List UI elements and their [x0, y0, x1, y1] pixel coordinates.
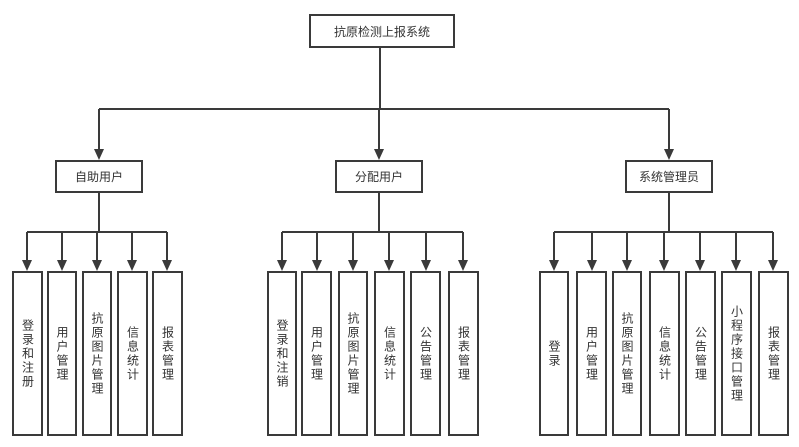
leaf-node: 小程序接口管理: [721, 271, 752, 436]
arrowhead-icon: [374, 149, 384, 160]
leaf-node: 抗原图片管理: [612, 271, 642, 436]
leaf-label: 登录: [547, 339, 561, 368]
leaf-node: 信息统计: [649, 271, 680, 436]
leaf-node: 用户管理: [301, 271, 332, 436]
arrowhead-icon: [22, 260, 32, 271]
leaf-node: 抗原图片管理: [82, 271, 112, 436]
leaf-label: 信息统计: [657, 325, 672, 382]
leaf-node: 登录: [539, 271, 569, 436]
leaf-node: 报表管理: [758, 271, 789, 436]
arrowhead-icon: [57, 260, 67, 271]
leaf-label: 抗原图片管理: [620, 311, 634, 396]
leaf-label: 报表管理: [766, 325, 781, 382]
leaf-label: 信息统计: [382, 325, 397, 382]
leaf-label: 小程序接口管理: [729, 304, 744, 403]
arrowhead-icon: [664, 149, 674, 160]
arrowhead-icon: [421, 260, 431, 271]
leaf-label: 用户管理: [309, 325, 324, 382]
arrowhead-icon: [731, 260, 741, 271]
group-node-assigned-user: 分配用户: [335, 160, 423, 193]
group-label: 系统管理员: [638, 170, 699, 184]
leaf-node: 抗原图片管理: [338, 271, 368, 436]
arrowhead-icon: [312, 260, 322, 271]
leaf-node: 报表管理: [152, 271, 183, 436]
leaf-label: 抗原图片管理: [90, 311, 104, 396]
leaf-label: 信息统计: [125, 325, 140, 382]
root-label: 抗原检测上报系统: [333, 24, 430, 39]
arrowhead-icon: [768, 260, 778, 271]
leaf-label: 登录和注销: [275, 318, 289, 389]
arrowhead-icon: [384, 260, 394, 271]
group-label: 分配用户: [354, 170, 403, 184]
leaf-node: 用户管理: [47, 271, 77, 436]
arrowhead-icon: [127, 260, 137, 271]
leaf-label: 抗原图片管理: [346, 311, 360, 396]
arrowhead-icon: [162, 260, 172, 271]
root-node: 抗原检测上报系统: [309, 14, 455, 48]
leaf-node: 信息统计: [374, 271, 405, 436]
arrowhead-icon: [458, 260, 468, 271]
arrowhead-icon: [549, 260, 559, 271]
leaf-node: 公告管理: [685, 271, 716, 436]
arrowhead-icon: [277, 260, 287, 271]
leaf-node: 报表管理: [448, 271, 479, 436]
arrowhead-icon: [695, 260, 705, 271]
leaf-label: 报表管理: [456, 325, 471, 382]
leaf-label: 报表管理: [160, 325, 175, 382]
leaf-label: 公告管理: [418, 325, 433, 382]
leaf-node: 登录和注册: [12, 271, 43, 436]
leaf-node: 公告管理: [410, 271, 441, 436]
arrowhead-icon: [622, 260, 632, 271]
group-node-self-service-user: 自助用户: [55, 160, 143, 193]
arrowhead-icon: [92, 260, 102, 271]
arrowhead-icon: [94, 149, 104, 160]
leaf-label: 用户管理: [55, 325, 69, 382]
leaf-label: 公告管理: [693, 325, 708, 382]
leaf-node: 登录和注销: [267, 271, 297, 436]
arrowhead-icon: [587, 260, 597, 271]
leaf-label: 登录和注册: [20, 318, 35, 389]
group-label: 自助用户: [74, 170, 123, 184]
leaf-node: 信息统计: [117, 271, 148, 436]
group-node-system-admin: 系统管理员: [625, 160, 713, 193]
leaf-node: 用户管理: [576, 271, 607, 436]
arrowhead-icon: [348, 260, 358, 271]
arrowhead-icon: [659, 260, 669, 271]
leaf-label: 用户管理: [584, 325, 599, 382]
